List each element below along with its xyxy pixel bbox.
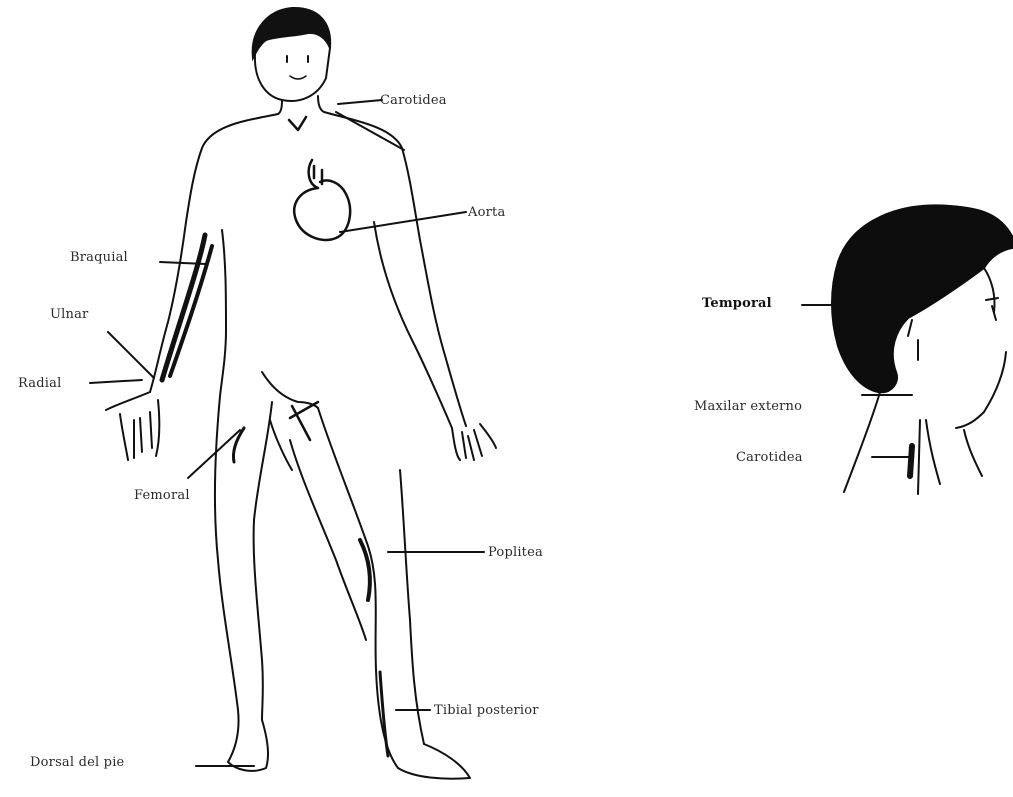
left-leg-outline (215, 396, 268, 771)
label-poplitea: Poplitea (488, 545, 543, 560)
label-aorta: Aorta (468, 205, 505, 220)
human-body-drawing (90, 8, 496, 779)
head-profile-drawing (802, 205, 1012, 494)
face-outline (255, 48, 330, 101)
label-ulnar: Ulnar (50, 307, 88, 322)
label-temporal: Temporal (702, 296, 772, 311)
label-tibial-posterior: Tibial posterior (434, 703, 539, 718)
label-dorsal-del-pie: Dorsal del pie (30, 755, 124, 770)
label-radial: Radial (18, 376, 61, 391)
heart-drawing (294, 160, 350, 240)
label-femoral: Femoral (134, 488, 190, 503)
head-hair-drawing (832, 205, 1012, 392)
label-braquial: Braquial (70, 250, 128, 265)
hair-drawing (253, 8, 331, 58)
label-carotidea-head: Carotidea (736, 450, 803, 465)
label-maxilar-externo: Maxilar externo (694, 399, 802, 414)
label-carotidea: Carotidea (380, 93, 447, 108)
